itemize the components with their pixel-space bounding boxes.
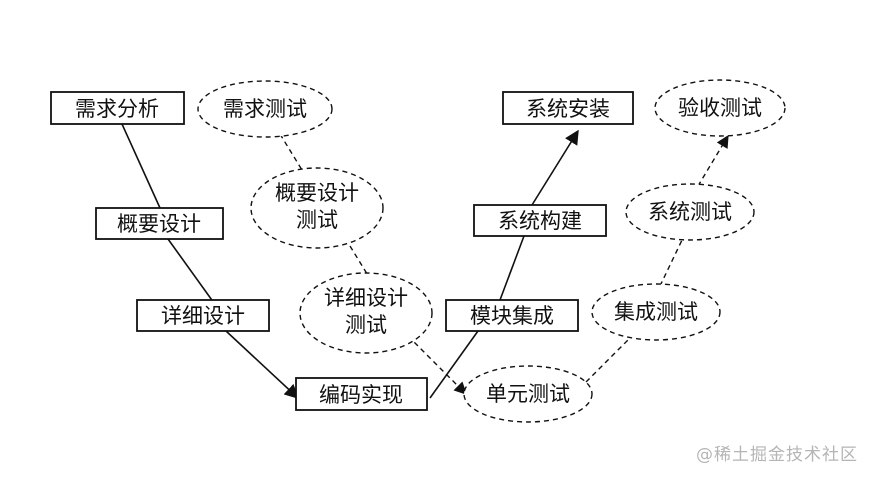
connector-module-to-build <box>499 235 525 301</box>
node-label: 编码实现 <box>319 383 403 407</box>
node-label: 需求测试 <box>223 97 307 121</box>
node-label: 单元测试 <box>486 382 570 406</box>
node-label-line2: 测试 <box>296 208 338 232</box>
node-label-line1: 概要设计 <box>275 181 359 205</box>
node-label: 详细设计 <box>161 304 245 328</box>
dash-req-test-to-prelim-test <box>279 133 303 171</box>
node-label: 集成测试 <box>614 300 698 324</box>
node-prelim-design: 概要设计 <box>95 207 224 240</box>
node-label-line2: 测试 <box>345 313 387 337</box>
node-label: 系统构建 <box>498 209 582 233</box>
watermark: @稀土掘金技术社区 <box>696 445 858 465</box>
node-label: 系统安装 <box>526 97 610 121</box>
node-system-test: 系统测试 <box>625 183 755 241</box>
node-system-build: 系统构建 <box>473 204 607 237</box>
node-module-integration: 模块集成 <box>445 299 579 332</box>
node-prelim-test: 概要设计 测试 <box>250 167 384 249</box>
dash-system-test-to-acceptance-test <box>697 134 729 187</box>
node-req-analysis: 需求分析 <box>50 91 185 125</box>
connector-prelim-to-detailed <box>167 238 215 304</box>
node-system-install: 系统安装 <box>502 91 634 125</box>
node-acceptance-test: 验收测试 <box>654 79 786 137</box>
dash-integration-test-to-system-test <box>659 239 683 287</box>
dash-detailed-test-to-unit-test <box>407 335 467 395</box>
dash-unit-test-to-integration-test <box>585 335 633 383</box>
connector-coding-to-module <box>429 330 479 399</box>
dash-prelim-test-to-detailed-test <box>349 245 373 283</box>
connector-build-to-install <box>531 129 579 206</box>
node-label-line1: 详细设计 <box>324 286 408 310</box>
node-label: 系统测试 <box>648 200 732 224</box>
node-label: 验收测试 <box>678 96 762 120</box>
node-coding: 编码实现 <box>295 377 428 411</box>
node-unit-test: 单元测试 <box>463 365 593 423</box>
node-detailed-design: 详细设计 <box>136 299 270 332</box>
node-label: 概要设计 <box>117 212 201 236</box>
connector-detailed-to-coding <box>225 330 300 399</box>
connector-req-to-prelim <box>121 123 161 209</box>
node-req-test: 需求测试 <box>197 80 333 138</box>
node-integration-test: 集成测试 <box>591 283 721 341</box>
node-label: 需求分析 <box>75 97 159 121</box>
node-label: 模块集成 <box>470 304 554 328</box>
node-detailed-test: 详细设计 测试 <box>299 272 433 354</box>
